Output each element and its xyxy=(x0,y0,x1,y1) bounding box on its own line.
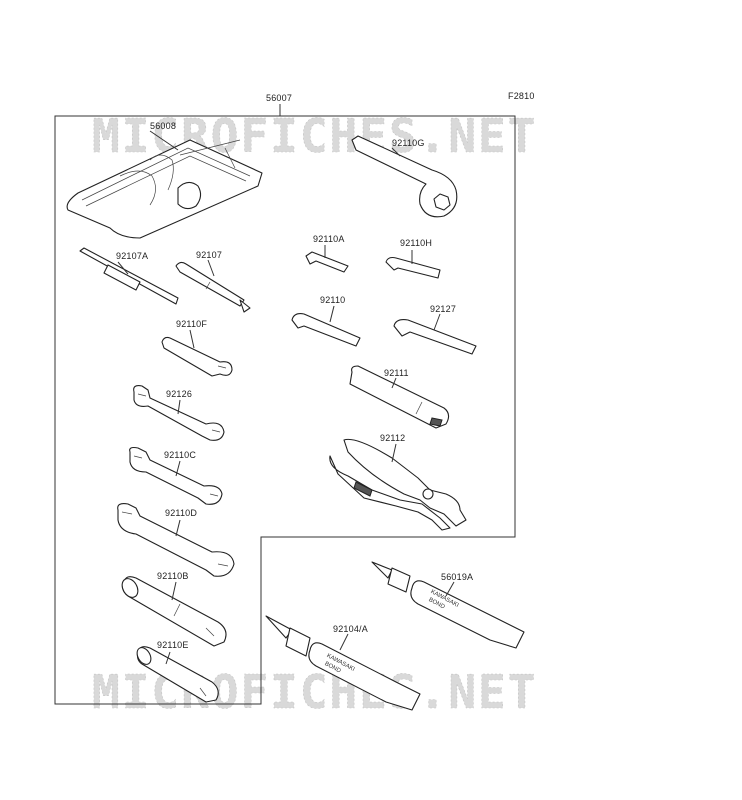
label-92112: 92112 xyxy=(380,433,405,443)
ring-spanner-92110G xyxy=(351,135,458,218)
handle-92111 xyxy=(349,365,450,429)
label-92110F: 92110F xyxy=(176,319,207,329)
label-92110G: 92110G xyxy=(392,138,425,148)
bond-tube-92104A: KAWASAKI BOND xyxy=(265,615,421,711)
set-outline xyxy=(54,115,516,705)
label-92110: 92110 xyxy=(320,295,345,305)
box-wrench-92110E xyxy=(136,646,219,703)
screwdriver-bit-92107 xyxy=(175,259,251,313)
hex-key-92127 xyxy=(393,313,477,355)
label-92104A: 92104/A xyxy=(333,624,368,634)
label-92127: 92127 xyxy=(430,304,456,314)
label-56008: 56008 xyxy=(150,121,176,131)
hex-key-92110H xyxy=(385,250,441,279)
pliers-92112 xyxy=(329,438,467,531)
label-56019A: 56019A xyxy=(441,572,473,582)
box-wrench-92110B xyxy=(121,576,227,647)
label-56007: 56007 xyxy=(266,93,292,103)
label-92110A: 92110A xyxy=(313,234,345,244)
hex-key-92110A xyxy=(305,245,349,273)
label-92110C: 92110C xyxy=(164,450,196,460)
wrench-92126 xyxy=(133,385,225,441)
label-92111: 92111 xyxy=(384,368,409,378)
wrench-92110F xyxy=(161,329,233,377)
wrench-92110C xyxy=(129,446,223,505)
hex-key-92110 xyxy=(291,305,361,347)
figure-code: F2810 xyxy=(508,91,535,101)
label-92107: 92107 xyxy=(196,250,222,260)
label-92110B: 92110B xyxy=(157,571,189,581)
screwdriver-bit-92107A xyxy=(79,247,179,305)
label-92110H: 92110H xyxy=(400,238,432,248)
label-92126: 92126 xyxy=(166,389,192,399)
wrench-92110D xyxy=(117,503,235,577)
label-92110D: 92110D xyxy=(165,508,197,518)
label-92110E: 92110E xyxy=(157,640,189,650)
tool-bag-56008 xyxy=(66,130,263,239)
label-92107A: 92107A xyxy=(116,251,148,261)
